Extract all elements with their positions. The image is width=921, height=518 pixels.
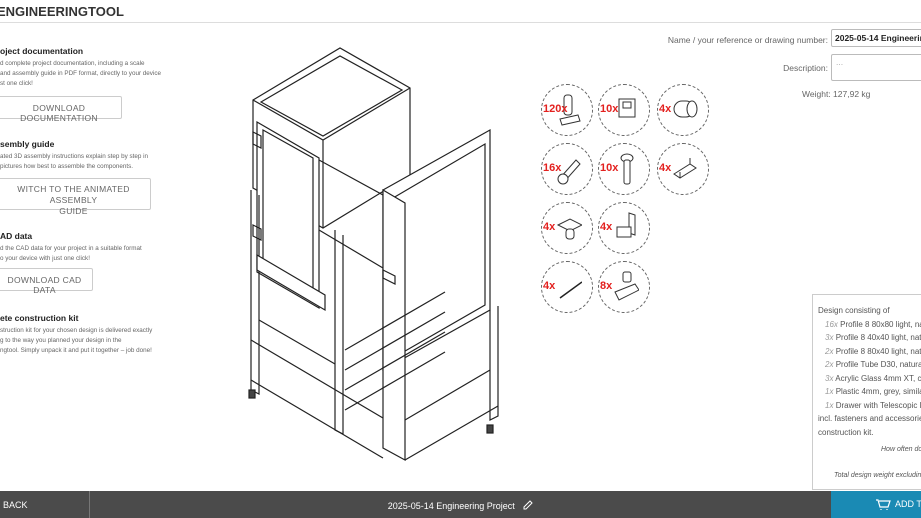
end-cap-icon xyxy=(557,159,581,185)
tube-connector-icon xyxy=(673,100,698,118)
cart-icon xyxy=(876,499,891,510)
section-text: struction kit for your chosen design is … xyxy=(0,327,153,334)
name-input[interactable]: 2025-05-14 Engineering xyxy=(831,29,921,47)
pencil-icon[interactable] xyxy=(522,500,534,511)
part-count: 120x xyxy=(543,103,568,115)
frequency-question: How often do xyxy=(881,446,921,453)
design-item: 1x Drawer with Telescopic R xyxy=(818,399,921,413)
project-documentation-section: oject documentation d complete project d… xyxy=(0,46,161,123)
design-item: 2x Profile 8 80x40 light, natu xyxy=(818,345,921,359)
brand-logo: ENGINEERINGTOOL xyxy=(0,4,124,19)
description-input[interactable]: ... xyxy=(831,54,921,81)
hinge-icon xyxy=(616,212,636,238)
part-item[interactable]: 8x xyxy=(598,261,650,313)
design-item: 2x Profile Tube D30, natural xyxy=(818,358,921,372)
item-qty: 3x xyxy=(825,373,834,383)
section-title: AD data xyxy=(0,231,33,241)
button-label: GUIDE xyxy=(59,206,88,216)
download-cad-data-button[interactable]: DOWNLOAD CAD DATA xyxy=(0,268,93,295)
cabinet-3d-model[interactable] xyxy=(235,40,515,480)
part-count: 4x xyxy=(659,103,672,115)
item-name: Drawer with Telescopic R xyxy=(835,400,921,410)
item-name: Profile 8 80x80 light, na xyxy=(840,319,921,329)
bracket-icon xyxy=(673,158,697,179)
item-name: Profile 8 40x40 light, natu xyxy=(835,333,921,342)
design-heading: Design consisting of xyxy=(818,306,890,315)
part-item[interactable]: 4x xyxy=(541,261,593,313)
add-to-cart-label: ADD T xyxy=(895,499,921,509)
section-text: d the CAD data for your project in a sui… xyxy=(0,245,142,252)
section-text: d complete project documentation, includ… xyxy=(0,60,145,67)
section-text: g to the way you planned your design in … xyxy=(0,337,122,344)
section-text: st one click! xyxy=(0,80,33,87)
item-qty: 2x xyxy=(825,360,834,369)
section-text: and assembly guide in PDF format, direct… xyxy=(0,70,161,77)
assembly-guide-section: sembly guide ated 3D assembly instructio… xyxy=(0,139,151,216)
design-item: 1x Plastic 4mm, grey, simila xyxy=(818,385,921,399)
part-count: 4x xyxy=(543,221,556,233)
part-item[interactable]: 4x xyxy=(657,143,709,195)
project-title-text: 2025-05-14 Engineering Project xyxy=(387,501,515,511)
part-item[interactable]: 16x xyxy=(541,143,593,195)
item-name: Plastic 4mm, grey, simila xyxy=(835,387,921,396)
design-item: 16x Profile 8 80x80 light, na xyxy=(818,318,921,332)
part-count: 8x xyxy=(600,280,613,292)
item-qty: 2x xyxy=(825,346,834,356)
design-item: 3x Profile 8 40x40 light, natu xyxy=(818,331,921,345)
corner-connector-icon xyxy=(618,98,636,118)
weight-value: 127,92 kg xyxy=(833,89,871,99)
weight-display: Weight: 127,92 kg xyxy=(802,89,870,99)
download-documentation-button[interactable]: DOWNLOAD DOCUMENTATION xyxy=(0,96,122,123)
back-button[interactable]: BACK xyxy=(0,491,90,518)
section-text: ngtool. Simply unpack it and put it toge… xyxy=(0,347,152,354)
design-summary-panel: Design consisting of 16x Profile 8 80x80… xyxy=(812,294,921,490)
item-qty: 1x xyxy=(825,387,834,396)
construction-kit-section: ete construction kit struction kit for y… xyxy=(0,313,152,356)
section-title: oject documentation xyxy=(0,46,84,56)
weight-label: Weight: xyxy=(802,89,831,99)
t-bolt-icon xyxy=(614,271,639,301)
section-text: ated 3D assembly instructions explain st… xyxy=(0,153,149,160)
item-qty: 16x xyxy=(825,319,838,329)
part-item[interactable]: 10x xyxy=(598,143,650,195)
section-title: sembly guide xyxy=(0,139,55,149)
screw-icon xyxy=(620,153,634,185)
add-to-cart-button[interactable]: ADD T xyxy=(831,491,921,518)
section-text: o your device with just one click! xyxy=(0,255,90,262)
part-item[interactable]: 4x xyxy=(657,84,709,136)
rod-icon xyxy=(559,281,582,299)
design-item: 3x Acrylic Glass 4mm XT, cl xyxy=(818,372,921,386)
part-item[interactable]: 4x xyxy=(598,202,650,254)
part-count: 10x xyxy=(600,103,619,115)
animated-assembly-guide-button[interactable]: WITCH TO THE ANIMATED ASSEMBLY GUIDE xyxy=(0,178,151,216)
section-text: pictures how best to assemble the compon… xyxy=(0,163,134,170)
item-name: Profile 8 80x40 light, natu xyxy=(835,346,921,356)
description-label: Description: xyxy=(783,63,828,73)
item-qty: 1x xyxy=(825,400,834,410)
part-count: 4x xyxy=(659,162,672,174)
item-name: Acrylic Glass 4mm XT, cl xyxy=(835,373,921,383)
part-count: 16x xyxy=(543,162,562,174)
project-title[interactable]: 2025-05-14 Engineering Project xyxy=(90,500,831,511)
design-footer: incl. fasteners and accessorie xyxy=(818,414,921,423)
cad-data-section: AD data d the CAD data for your project … xyxy=(0,231,142,295)
design-footer: construction kit. xyxy=(818,427,874,437)
item-qty: 3x xyxy=(825,333,834,342)
part-item[interactable]: 4x xyxy=(541,202,593,254)
foot-plate-icon xyxy=(556,218,582,240)
item-name: Profile Tube D30, natural xyxy=(835,360,921,369)
part-count: 4x xyxy=(600,221,613,233)
bottom-bar: BACK 2025-05-14 Engineering Project ADD … xyxy=(0,491,921,518)
section-title: ete construction kit xyxy=(0,313,79,323)
total-weight-note: Total design weight excluding xyxy=(834,471,921,479)
button-label: WITCH TO THE ANIMATED ASSEMBLY xyxy=(17,184,130,205)
slot-nut-icon xyxy=(559,94,581,126)
part-count: 4x xyxy=(543,280,556,292)
part-item[interactable]: 10x xyxy=(598,84,650,136)
name-label: Name / your reference or drawing number: xyxy=(667,35,828,45)
app-header: ENGINEERINGTOOL xyxy=(0,0,921,23)
part-count: 10x xyxy=(600,162,619,174)
part-item[interactable]: 120x xyxy=(541,84,593,136)
